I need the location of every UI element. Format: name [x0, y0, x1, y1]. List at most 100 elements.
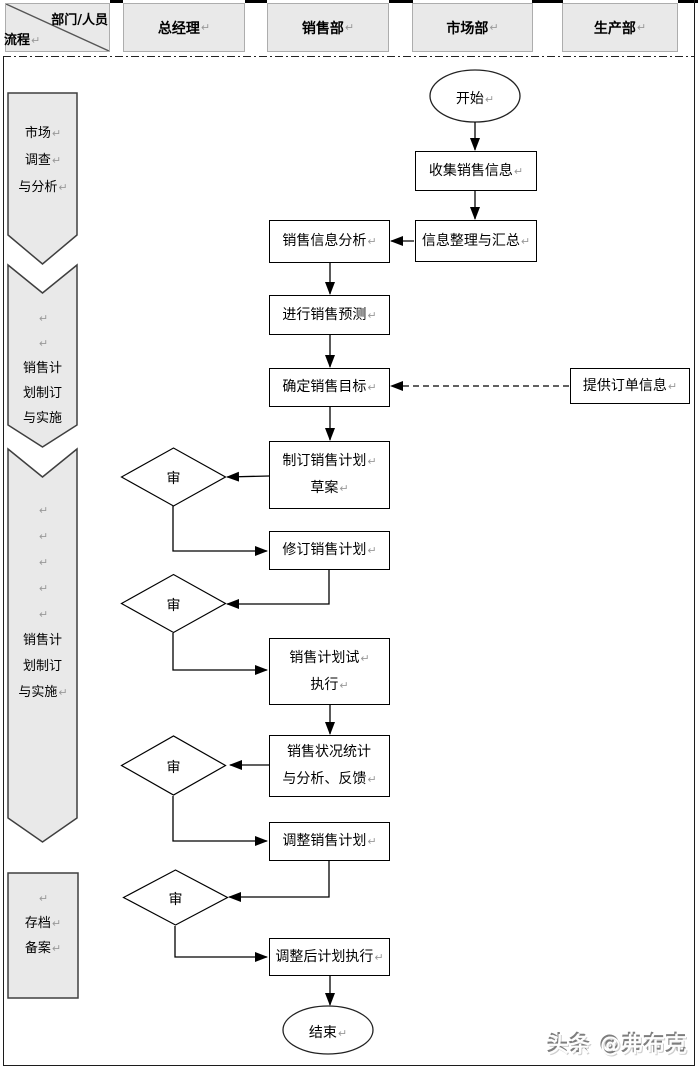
area-border-bottom — [3, 1065, 695, 1066]
return-mark — [62, 362, 63, 375]
return-mark: ↵ — [58, 181, 68, 194]
phase-line: 与分析↵ — [18, 180, 68, 195]
phase-line: 划制订 — [22, 386, 63, 401]
phase-line: ↵ — [8, 331, 78, 356]
node-organize-summarize: 信息整理与汇总↵ — [415, 220, 537, 262]
connector-review2-trial — [172, 633, 268, 675]
connector-review4-execute — [174, 926, 268, 962]
node-review-1-shape — [120, 447, 227, 507]
return-mark: ↵ — [367, 773, 377, 786]
return-mark: ↵ — [339, 678, 349, 692]
node-end-shape — [282, 1005, 374, 1055]
return-mark: ↵ — [337, 1027, 348, 1040]
phase-line: 存档↵ — [24, 916, 62, 931]
node-review-3-label: 审 — [166, 760, 181, 776]
node-revise-plan: 修订销售计划↵ — [269, 531, 390, 570]
return-mark: ↵ — [367, 835, 377, 848]
phase-line: 备案↵ — [24, 941, 62, 956]
node-execute-adjusted: 调整后计划执行↵ — [269, 938, 390, 976]
node-order-info: 提供订单信息↵ — [570, 368, 690, 404]
return-mark — [62, 634, 63, 647]
table-border-segment — [532, 0, 563, 3]
return-mark: ↵ — [38, 556, 49, 569]
return-mark: ↵ — [38, 530, 49, 543]
return-mark: ↵ — [367, 381, 377, 394]
phase-label-plan-formulation: ↵ ↵ 销售计 划制订 与实施 — [8, 306, 78, 423]
phase-line: ↵ — [8, 306, 78, 331]
diagonal-divider — [6, 4, 109, 51]
return-mark: ↵ — [38, 504, 49, 517]
phase-line: 销售计 — [22, 361, 63, 376]
return-mark: ↵ — [38, 312, 49, 325]
area-border-left — [3, 56, 4, 1066]
corner-label-process: 流程↵ — [4, 33, 41, 48]
return-mark: ↵ — [367, 235, 377, 248]
node-end-label: 结束↵ — [308, 1025, 348, 1041]
return-mark: ↵ — [38, 608, 49, 621]
return-mark: ↵ — [367, 455, 377, 468]
header-col-label: 销售部 — [301, 20, 344, 37]
node-trial-execution: 销售计划试↵ 执行↵ — [269, 638, 390, 705]
return-mark: ↵ — [489, 21, 499, 34]
return-mark — [62, 387, 63, 400]
return-mark: ↵ — [636, 21, 647, 34]
node-review-4-label: 审 — [168, 892, 183, 908]
return-mark: ↵ — [51, 942, 62, 955]
phase-line: 销售计 — [22, 633, 63, 648]
node-review-3-shape — [120, 735, 227, 796]
return-mark: ↵ — [374, 950, 384, 964]
header-col-label: 市场部 — [446, 20, 489, 37]
return-mark: ↵ — [367, 308, 377, 322]
return-mark: ↵ — [513, 164, 524, 178]
return-mark: ↵ — [520, 234, 531, 248]
phase-label-plan-implementation: ↵ ↵ ↵ ↵ ↵ 销售计 划制订 与实施↵ — [8, 498, 78, 706]
return-mark: ↵ — [360, 651, 370, 665]
node-stats-feedback: 销售状况统计 与分析、反馈↵ — [269, 735, 390, 797]
header-col-production-dept: 生产部↵ — [562, 3, 678, 52]
phase-label-archive: ↵ 存档↵ 备案↵ — [8, 886, 78, 961]
node-review-1-label: 审 — [166, 471, 181, 487]
connector-review1-revise — [172, 506, 268, 556]
phase-arrow-market-survey — [7, 92, 78, 265]
phase-label-market-survey: 市场↵ 调查↵ 与分析↵ — [8, 120, 78, 201]
phase-line: ↵ — [8, 550, 78, 576]
area-border-top — [3, 56, 695, 57]
node-review-4-shape — [122, 869, 229, 926]
phase-line: ↵ — [8, 498, 78, 524]
corner-label-departments: 部门/人员 — [51, 13, 108, 28]
node-set-target: 确定销售目标↵ — [269, 368, 390, 407]
return-mark: ↵ — [200, 21, 211, 34]
phase-rect-archive — [7, 872, 79, 999]
phase-arrow-plan-formulation — [7, 263, 78, 448]
phase-line: 调查↵ — [24, 153, 62, 168]
header-col-general-manager: 总经理↵ — [123, 3, 245, 52]
return-mark: ↵ — [51, 154, 62, 167]
node-draft-plan: 制订销售计划↵ 草案↵ — [269, 441, 390, 509]
return-mark: ↵ — [667, 379, 678, 393]
return-mark: ↵ — [38, 582, 49, 595]
return-mark: ↵ — [31, 34, 41, 47]
phase-line: 划制订 — [22, 659, 62, 674]
phase-line: ↵ — [8, 602, 78, 628]
phase-line: ↵ — [8, 576, 78, 602]
header-col-market-dept: 市场部↵ — [412, 3, 533, 52]
return-mark: ↵ — [58, 686, 68, 699]
node-review-2-label: 审 — [166, 598, 181, 614]
phase-arrow-plan-implementation — [7, 447, 78, 843]
phase-line: 与实施↵ — [18, 685, 68, 700]
header-corner-cell: 部门/人员 流程↵ — [4, 3, 110, 52]
phase-line: ↵ — [8, 524, 78, 550]
node-review-2-shape — [120, 573, 227, 634]
node-collect-info: 收集销售信息↵ — [415, 151, 537, 191]
return-mark: ↵ — [367, 544, 377, 557]
connector-review3-adjust — [172, 796, 268, 846]
header-col-label: 生产部 — [593, 20, 636, 37]
return-mark: ↵ — [339, 482, 349, 495]
return-mark: ↵ — [51, 917, 62, 930]
connector-revise-review2 — [226, 570, 330, 609]
area-border-right — [694, 0, 695, 1066]
table-border-segment — [110, 0, 123, 3]
watermark: 头条 @弗布克 — [547, 1033, 688, 1057]
node-sales-forecast: 进行销售预测↵ — [269, 295, 390, 335]
